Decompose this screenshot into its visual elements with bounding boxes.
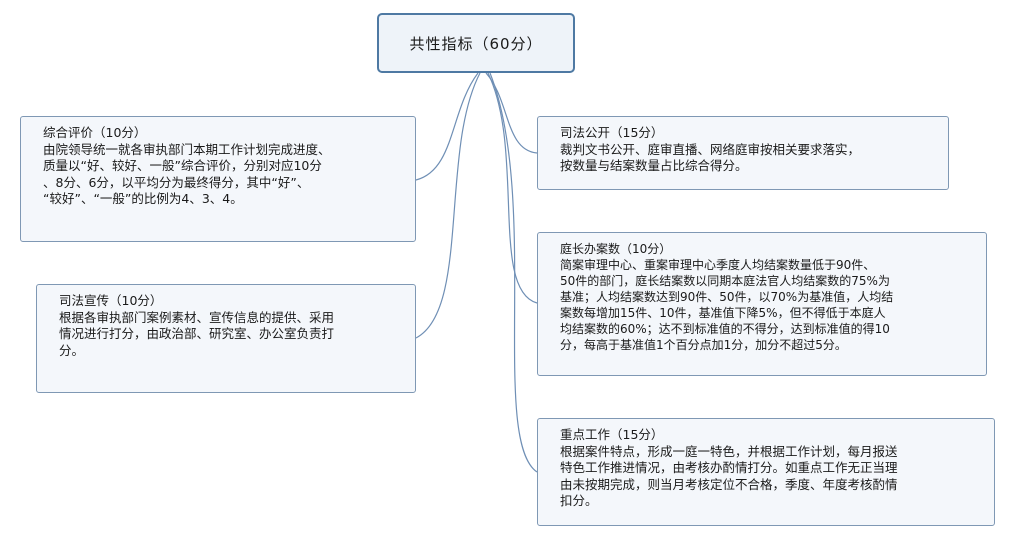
topic-title: 重点工作（15分） (560, 427, 664, 442)
topic-body: 由院领导统一就各审执部门本期工作计划完成进度、 质量以“好、较好、一般”综合评价… (43, 141, 331, 207)
connector-zhongdian (489, 72, 538, 473)
topic-title: 综合评价（10分） (43, 125, 147, 140)
connector-xuanchuan (415, 72, 481, 339)
connector-banan (487, 72, 538, 304)
topic-body: 简案审理中心、重案审理中心季度人均结案数量低于90件、 50件的部门，庭长结案数… (560, 258, 894, 352)
root-topic[interactable]: 共性指标（60分） (377, 13, 575, 73)
topic-chief-judge-caseload[interactable]: 庭长办案数（10分） 简案审理中心、重案审理中心季度人均结案数量低于90件、 5… (537, 232, 987, 376)
topic-judicial-openness[interactable]: 司法公开（15分） 裁判文书公开、庭审直播、网络庭审按相关要求落实， 按数量与结… (537, 116, 949, 190)
topic-judicial-publicity[interactable]: 司法宣传（10分） 根据各审执部门案例素材、宣传信息的提供、采用 情况进行打分，… (36, 284, 416, 393)
topic-body: 根据各审执部门案例素材、宣传信息的提供、采用 情况进行打分，由政治部、研究室、办… (59, 309, 335, 358)
topic-body: 根据案件特点，形成一庭一特色，并根据工作计划，每月报送 特色工作推进情况，由考核… (560, 443, 898, 509)
connector-gongkai (485, 72, 538, 154)
topic-body: 裁判文书公开、庭审直播、网络庭审按相关要求落实， 按数量与结案数量占比综合得分。 (560, 141, 861, 174)
topic-title: 司法宣传（10分） (59, 293, 163, 308)
topic-comprehensive-evaluation[interactable]: 综合评价（10分） 由院领导统一就各审执部门本期工作计划完成进度、 质量以“好、… (20, 116, 416, 242)
topic-title: 司法公开（15分） (560, 125, 664, 140)
root-topic-label: 共性指标（60分） (409, 34, 543, 53)
connector-zonghe (415, 72, 479, 181)
topic-key-work[interactable]: 重点工作（15分） 根据案件特点，形成一庭一特色，并根据工作计划，每月报送 特色… (537, 418, 995, 526)
topic-title: 庭长办案数（10分） (560, 242, 672, 256)
